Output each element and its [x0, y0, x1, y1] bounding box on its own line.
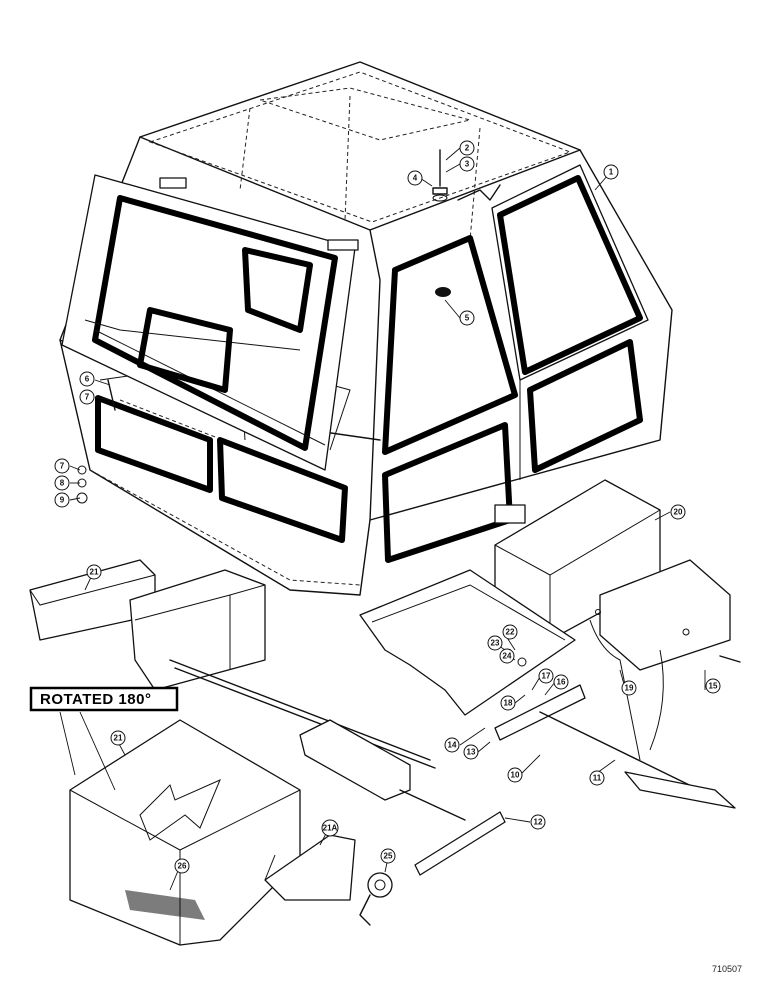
callout-23: 23 — [487, 635, 503, 651]
svg-text:19: 19 — [625, 684, 634, 693]
svg-text:1: 1 — [609, 168, 614, 177]
callout-16: 16 — [553, 674, 569, 690]
svg-text:9: 9 — [60, 496, 65, 505]
svg-text:24: 24 — [503, 652, 512, 661]
callout-1: 1 — [603, 164, 619, 180]
callout-15: 15 — [705, 678, 721, 694]
svg-text:4: 4 — [413, 174, 418, 183]
cab-door-right — [491, 164, 649, 480]
callout-19: 19 — [621, 680, 637, 696]
callout-20: 20 — [670, 504, 686, 520]
svg-text:5: 5 — [465, 314, 470, 323]
svg-text:2: 2 — [465, 144, 470, 153]
callout-14: 14 — [444, 737, 460, 753]
part-20-bracket — [494, 479, 741, 671]
rods-and-plates — [169, 619, 736, 876]
svg-text:13: 13 — [467, 748, 476, 757]
svg-text:21: 21 — [90, 568, 99, 577]
svg-text:7: 7 — [85, 393, 90, 402]
callout-9: 9 — [54, 492, 70, 508]
svg-text:20: 20 — [674, 508, 683, 517]
callout-21-upper: 21 — [86, 564, 102, 580]
callouts: 1 2 3 4 5 6 7 7 8 9 10 11 12 13 14 15 16… — [54, 140, 721, 874]
svg-text:8: 8 — [60, 479, 65, 488]
svg-text:6: 6 — [85, 375, 90, 384]
callout-13: 13 — [463, 744, 479, 760]
callout-10: 10 — [507, 767, 523, 783]
cab-assembly — [59, 61, 673, 596]
svg-text:18: 18 — [504, 699, 513, 708]
callout-6: 6 — [79, 371, 95, 387]
callout-25: 25 — [380, 848, 396, 864]
rotated-banner: ROTATED 180° — [29, 686, 179, 791]
drawing-number: 710507 — [712, 964, 742, 974]
callout-21A: 21A — [321, 819, 339, 837]
svg-text:3: 3 — [465, 160, 470, 169]
svg-text:15: 15 — [709, 682, 718, 691]
svg-text:26: 26 — [178, 862, 187, 871]
callout-22: 22 — [502, 624, 518, 640]
svg-text:25: 25 — [384, 852, 393, 861]
callout-4: 4 — [407, 170, 423, 186]
callout-24: 24 — [499, 648, 515, 664]
callout-26: 26 — [174, 858, 190, 874]
callout-21-lower: 21 — [110, 730, 126, 746]
callout-3: 3 — [459, 156, 475, 172]
svg-text:23: 23 — [491, 639, 500, 648]
svg-text:21: 21 — [114, 734, 123, 743]
callout-12: 12 — [530, 814, 546, 830]
part-21A-plate — [264, 834, 356, 901]
part-21-bracket — [29, 559, 266, 691]
svg-text:14: 14 — [448, 741, 457, 750]
callout-8: 8 — [54, 475, 70, 491]
svg-text:22: 22 — [506, 628, 515, 637]
callout-leaders — [69, 147, 706, 891]
step-cover-rotated — [69, 719, 301, 946]
svg-text:17: 17 — [542, 672, 551, 681]
svg-text:7: 7 — [60, 462, 65, 471]
floor-plate — [359, 569, 576, 716]
callout-5: 5 — [459, 310, 475, 326]
callout-7-upper: 7 — [79, 389, 95, 405]
callout-2: 2 — [459, 140, 475, 156]
callout-18: 18 — [500, 695, 516, 711]
part-25-lock — [359, 872, 393, 926]
svg-text:11: 11 — [593, 774, 602, 783]
svg-text:21A: 21A — [323, 824, 338, 833]
callout-7-lower: 7 — [54, 458, 70, 474]
banner-text: ROTATED 180° — [40, 691, 151, 708]
svg-text:16: 16 — [557, 678, 566, 687]
svg-text:10: 10 — [511, 771, 520, 780]
callout-11: 11 — [589, 770, 605, 786]
callout-17: 17 — [538, 668, 554, 684]
svg-text:12: 12 — [534, 818, 543, 827]
